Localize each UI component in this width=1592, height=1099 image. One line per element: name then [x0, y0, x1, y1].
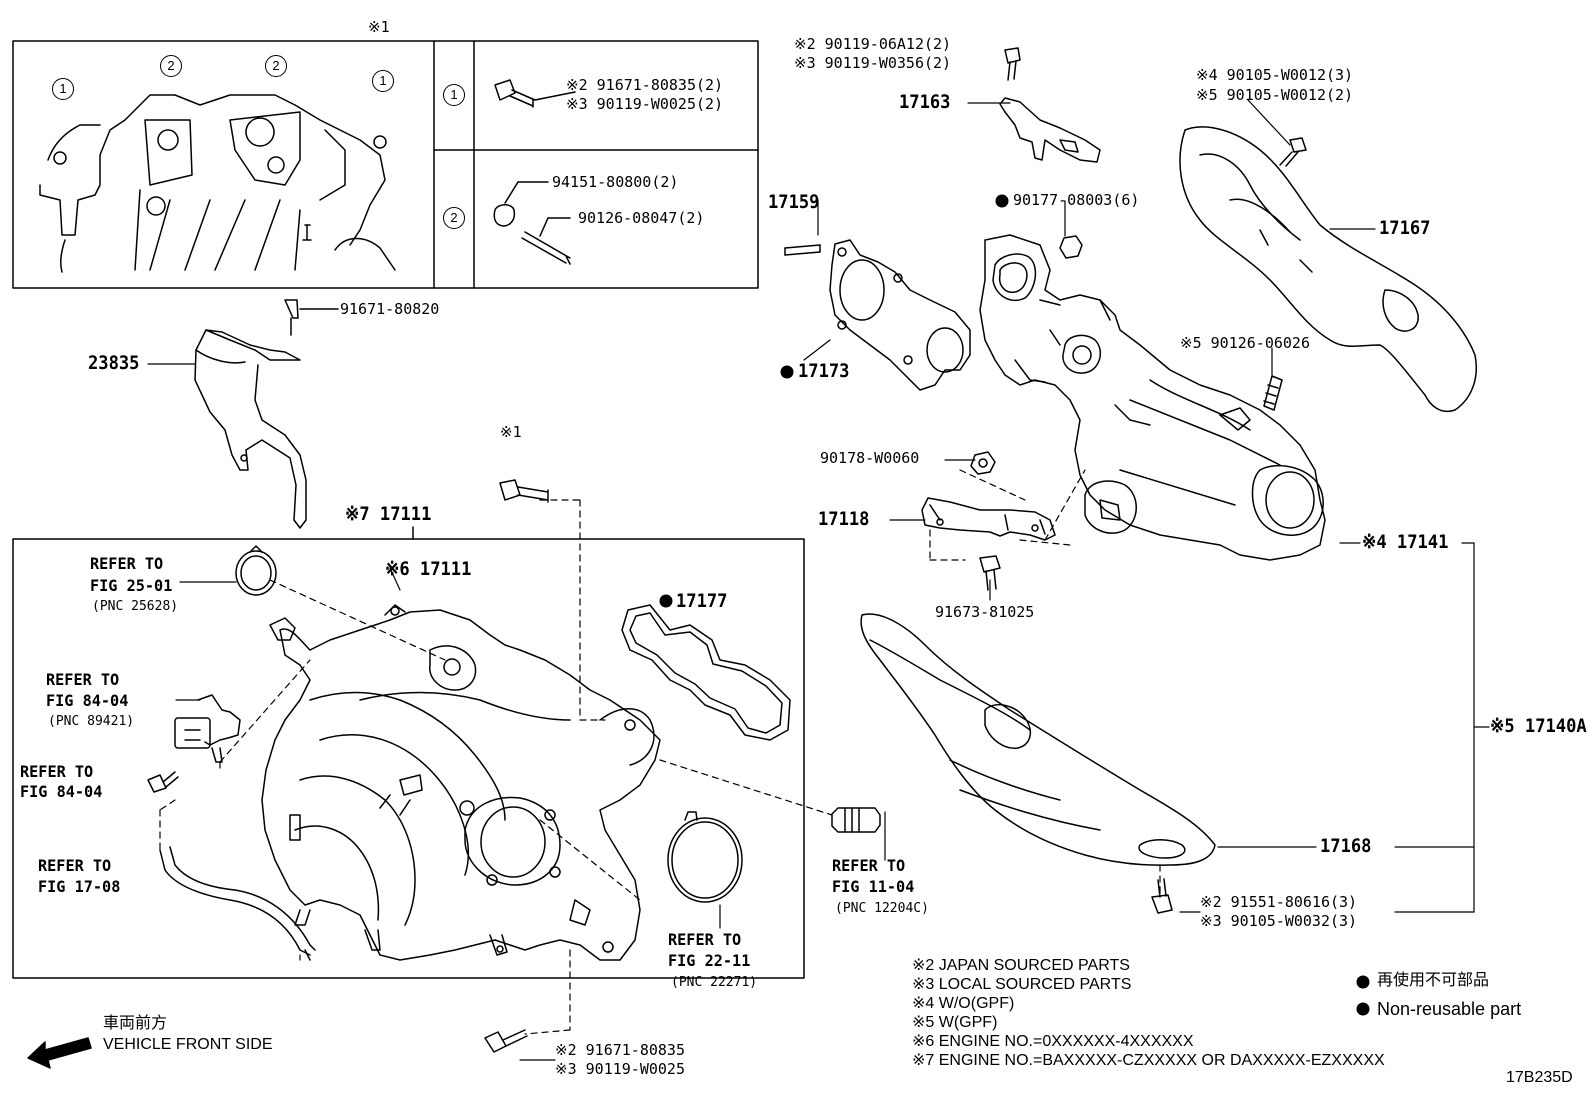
ref-label: REFER TO: [20, 762, 94, 781]
heat-insulator-23835-drawing: [194, 299, 339, 529]
inset-row-1-number: 1: [443, 84, 465, 106]
part-label: 91673-81025: [935, 603, 1035, 621]
part-label: ※6 17111: [385, 558, 472, 580]
part-label: 94151-80800(2): [552, 173, 679, 191]
gasket-25628-drawing: [235, 545, 277, 596]
ref-label: FIG 84-04: [20, 782, 103, 801]
ref-pnc: (PNC 12204C): [835, 901, 929, 916]
hose-17-08-drawing: [159, 846, 316, 961]
part-label: ※2 91671-80835(2): [566, 76, 724, 94]
bolt-bottom-drawing: [484, 1029, 528, 1053]
footnote: ※2 JAPAN SOURCED PARTS: [912, 957, 1130, 974]
ref-pnc: (PNC 89421): [48, 714, 135, 729]
ref-label: FIG 22-11: [668, 951, 751, 970]
part-label: 90178-W0060: [820, 449, 920, 467]
ref-label: REFER TO: [46, 670, 120, 689]
heat-insulator-17167-drawing: [1179, 126, 1477, 412]
ref-pnc: (PNC 25628): [92, 599, 179, 614]
footnote: ※3 LOCAL SOURCED PARTS: [912, 976, 1132, 993]
bolt-91673-drawing: [979, 555, 1001, 591]
part-label: ※3 90119-W0025(2): [566, 95, 724, 113]
part-label: ※5 90105-W0012(2): [1196, 86, 1354, 104]
small-bolt-left-drawing: [147, 771, 179, 793]
callout-circle: 1: [52, 78, 74, 100]
ref-pnc: (PNC 22271): [671, 975, 758, 990]
heat-insulator-17168-drawing: [860, 613, 1216, 866]
vehicle-front-jp: 車両前方: [103, 1015, 168, 1032]
part-label: ※4 17141: [1362, 531, 1449, 553]
nut-90177-drawing: [1059, 235, 1083, 259]
bolt-shield-top-drawing: [1279, 137, 1307, 167]
part-label: ※2 91671-80835: [555, 1041, 685, 1059]
ref-label: REFER TO: [668, 930, 742, 949]
footnote: ※6 ENGINE NO.=0XXXXXX-4XXXXXX: [912, 1033, 1194, 1050]
sensor-89421-drawing: [174, 694, 241, 763]
part-label: ※7 17111: [345, 503, 432, 525]
legend-dots: [659, 194, 1370, 1016]
ref-label: REFER TO: [38, 856, 112, 875]
front-arrow: [27, 1037, 92, 1069]
inset-mark: ※1: [368, 18, 390, 36]
gasket-17173-drawing: [829, 239, 971, 391]
dashed-leaders: [159, 469, 1161, 1035]
legend-en: Non-reusable part: [1377, 999, 1522, 1019]
stud-90126-drawing: [1263, 375, 1283, 411]
part-label: 17163: [899, 91, 951, 113]
part-label: ※2 91551-80616(3): [1200, 893, 1358, 911]
pcv-valve-drawing: [831, 807, 881, 833]
part-label: 17168: [1320, 835, 1372, 857]
bolt-91551-drawing: [1151, 878, 1173, 914]
ref-label: REFER TO: [832, 856, 906, 875]
part-label: ※2 90119-06A12(2): [794, 35, 952, 53]
gasket-17177-drawing: [621, 604, 791, 741]
ref-label: FIG 25-01: [90, 576, 173, 595]
vehicle-front-en: VEHICLE FRONT SIDE: [103, 1036, 273, 1053]
part-label: ※4 90105-W0012(3): [1196, 66, 1354, 84]
bolt-top-right-drawing: [1004, 47, 1021, 81]
inset-manifold-flange-drawing: [39, 94, 396, 273]
part-label: 90126-08047(2): [578, 209, 705, 227]
stud-17159-drawing: [784, 244, 821, 256]
part-label: 23835: [88, 352, 140, 374]
part-label: ※5 90126-06026: [1180, 334, 1310, 352]
part-label: ※5 17140A: [1490, 715, 1587, 737]
part-label: ※1: [500, 423, 522, 441]
callout-circle: 1: [372, 70, 394, 92]
gasket-22271-drawing: [667, 811, 743, 903]
intake-box-frame: [12, 526, 805, 979]
inset-frame: [12, 40, 759, 289]
part-label: 17118: [818, 508, 870, 530]
part-label: 17173: [798, 360, 850, 382]
legend-jp: 再使用不可部品: [1377, 972, 1490, 989]
bolt-mark1-drawing: [499, 479, 549, 503]
inset-hardware: [493, 79, 576, 265]
ref-label: FIG 17-08: [38, 877, 121, 896]
part-label: ※3 90105-W0032(3): [1200, 912, 1358, 930]
bracket-17118-drawing: [921, 497, 1056, 541]
bracket-17163-drawing: [999, 97, 1101, 163]
ref-label: FIG 84-04: [46, 691, 129, 710]
ref-label: FIG 11-04: [832, 877, 915, 896]
part-label: 17167: [1379, 217, 1431, 239]
footnote: ※5 W(GPF): [912, 1014, 998, 1031]
illustration-code: 17B235D: [1506, 1069, 1573, 1086]
footnote: ※4 W/O(GPF): [912, 995, 1015, 1012]
footnote: ※7 ENGINE NO.=BAXXXXX-CZXXXXX OR DAXXXXX…: [912, 1052, 1385, 1069]
part-label: 90177-08003(6): [1013, 191, 1140, 209]
part-label: 91671-80820: [340, 300, 440, 318]
intake-manifold-drawing: [261, 604, 661, 961]
callout-circle: 2: [265, 55, 287, 77]
part-label: 17159: [768, 191, 820, 213]
exhaust-manifold-17141-drawing: [979, 234, 1326, 561]
nut-90178-drawing: [970, 451, 996, 475]
part-label: ※3 90119-W0025: [555, 1060, 685, 1078]
solid-leaders: [147, 99, 1490, 1061]
inset-row-2-number: 2: [443, 207, 465, 229]
part-label: ※3 90119-W0356(2): [794, 54, 952, 72]
ref-label: REFER TO: [90, 554, 164, 573]
callout-circle: 2: [160, 55, 182, 77]
part-label: 17177: [676, 590, 728, 612]
